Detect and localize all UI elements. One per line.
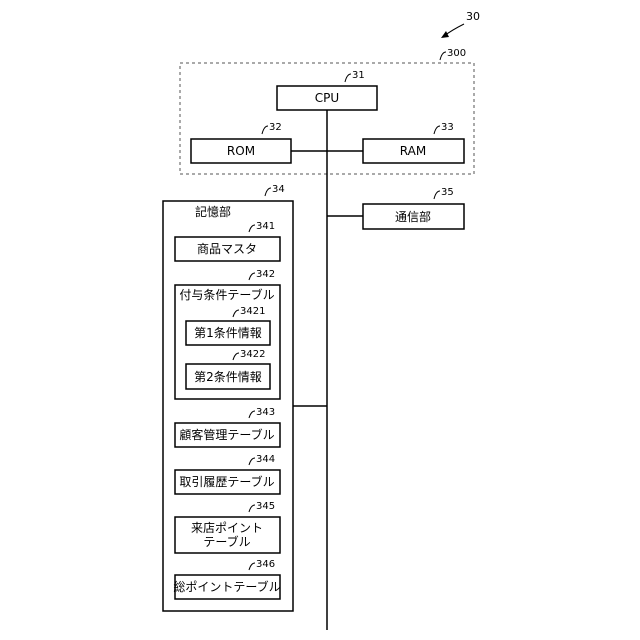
condition-1-label: 第1条件情報 [194, 326, 262, 340]
cpu-ref-leader [345, 74, 351, 82]
communication-label: 通信部 [395, 209, 431, 224]
storage-ref-leader [265, 188, 271, 196]
rom-label: ROM [227, 144, 255, 158]
customer-table-ref-label: 343 [256, 407, 275, 418]
ram-label: RAM [400, 144, 426, 158]
condition-2-ref-label: 3422 [240, 349, 265, 360]
group-ref-label: 300 [447, 48, 466, 59]
total-point-table-label: 総ポイントテーブル [173, 579, 280, 594]
communication-ref-leader [434, 191, 440, 199]
visit-point-table-label-line1: 来店ポイント [191, 521, 263, 535]
ram-block: RAM 33 [363, 122, 464, 163]
cpu-block: CPU 31 [277, 70, 377, 110]
cpu-ref-label: 31 [352, 70, 365, 81]
ram-ref-leader [434, 126, 440, 134]
rom-ref-leader [262, 126, 268, 134]
rom-block: ROM 32 [191, 122, 291, 163]
storage-block: 記憶部 34 商品マスタ 341 付与条件テーブル 342 第1条件情報 342… [163, 184, 293, 611]
group-ref-leader [440, 52, 446, 60]
ram-ref-label: 33 [441, 122, 454, 133]
visit-point-table-label-line2: テーブル [203, 534, 250, 549]
communication-ref-label: 35 [441, 187, 454, 198]
condition-2-label: 第2条件情報 [194, 370, 262, 384]
grant-condition-table-ref-label: 342 [256, 269, 275, 280]
condition-1-ref-label: 3421 [240, 306, 265, 317]
communication-block: 通信部 35 [363, 187, 464, 229]
figure-ref-30: 30 [441, 10, 480, 38]
cpu-label: CPU [315, 91, 339, 105]
rom-ref-label: 32 [269, 122, 282, 133]
total-point-table-ref-label: 346 [256, 559, 275, 570]
product-master-label: 商品マスタ [197, 241, 257, 256]
transaction-table-label: 取引履歴テーブル [179, 474, 274, 489]
grant-condition-table-label: 付与条件テーブル [179, 287, 274, 302]
transaction-table-ref-label: 344 [256, 454, 275, 465]
storage-ref-label: 34 [272, 184, 285, 195]
customer-table-label: 顧客管理テーブル [179, 427, 274, 442]
visit-point-table-ref-label: 345 [256, 501, 275, 512]
product-master-ref-label: 341 [256, 221, 275, 232]
storage-label: 記憶部 [195, 204, 231, 219]
figure-ref-arrowhead [441, 31, 449, 38]
figure-ref-label: 30 [466, 10, 480, 23]
